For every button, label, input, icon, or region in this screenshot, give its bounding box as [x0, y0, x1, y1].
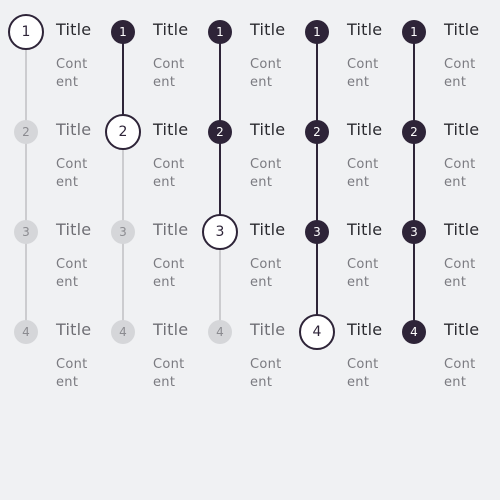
step-content: Content: [56, 357, 88, 390]
step-content: Content: [153, 357, 185, 390]
step-connector-line: [316, 32, 318, 132]
step-title: Title: [56, 220, 92, 239]
step-content: Content: [444, 357, 476, 390]
step-title: Title: [347, 220, 383, 239]
step-content: Content: [250, 357, 282, 390]
step-number-circle[interactable]: 2: [402, 120, 426, 144]
step-connector-line: [122, 132, 124, 232]
step-connector-line: [413, 232, 415, 332]
step-content: Content: [347, 157, 379, 190]
step-number-circle[interactable]: 2: [305, 120, 329, 144]
step-connector-line: [25, 32, 27, 132]
step-number-circle[interactable]: 2: [208, 120, 232, 144]
step-connector-line: [25, 232, 27, 332]
step-number-circle[interactable]: 3: [14, 220, 38, 244]
step-content: Content: [56, 257, 88, 290]
step-connector-line: [122, 32, 124, 132]
step-number-circle[interactable]: 2: [14, 120, 38, 144]
step-title: Title: [347, 20, 383, 39]
step-title: Title: [347, 320, 383, 339]
step-content: Content: [250, 257, 282, 290]
step-connector-line: [219, 32, 221, 132]
step-title: Title: [153, 20, 189, 39]
step-content: Content: [347, 257, 379, 290]
step-number-circle[interactable]: 3: [305, 220, 329, 244]
step-content: Content: [347, 357, 379, 390]
step-content: Content: [444, 57, 476, 90]
step-connector-line: [219, 232, 221, 332]
step-content: Content: [56, 57, 88, 90]
step-content: Content: [444, 157, 476, 190]
step-connector-line: [413, 32, 415, 132]
step-number-circle[interactable]: 4: [299, 314, 335, 350]
step-title: Title: [153, 320, 189, 339]
step-number-circle[interactable]: 1: [305, 20, 329, 44]
step-number-circle[interactable]: 2: [105, 114, 141, 150]
step-title: Title: [444, 20, 480, 39]
step-title: Title: [444, 120, 480, 139]
step-number-circle[interactable]: 3: [111, 220, 135, 244]
step-number-circle[interactable]: 1: [111, 20, 135, 44]
step-title: Title: [56, 120, 92, 139]
step-title: Title: [444, 220, 480, 239]
step-title: Title: [250, 120, 286, 139]
step-title: Title: [250, 320, 286, 339]
step-connector-line: [316, 232, 318, 332]
step-content: Content: [153, 57, 185, 90]
step-title: Title: [56, 320, 92, 339]
step-connector-line: [25, 132, 27, 232]
step-number-circle[interactable]: 1: [208, 20, 232, 44]
step-number-circle[interactable]: 4: [111, 320, 135, 344]
step-title: Title: [444, 320, 480, 339]
step-content: Content: [153, 157, 185, 190]
step-number-circle[interactable]: 4: [14, 320, 38, 344]
step-number-circle[interactable]: 4: [402, 320, 426, 344]
step-number-circle[interactable]: 3: [202, 214, 238, 250]
step-title: Title: [153, 220, 189, 239]
step-content: Content: [347, 57, 379, 90]
step-content: Content: [153, 257, 185, 290]
step-content: Content: [250, 57, 282, 90]
step-content: Content: [250, 157, 282, 190]
step-content: Content: [444, 257, 476, 290]
step-connector-line: [413, 132, 415, 232]
step-number-circle[interactable]: 4: [208, 320, 232, 344]
step-title: Title: [56, 20, 92, 39]
step-title: Title: [250, 220, 286, 239]
step-content: Content: [56, 157, 88, 190]
step-number-circle[interactable]: 1: [8, 14, 44, 50]
step-number-circle[interactable]: 1: [402, 20, 426, 44]
step-title: Title: [250, 20, 286, 39]
step-connector-line: [219, 132, 221, 232]
step-connector-line: [122, 232, 124, 332]
step-title: Title: [347, 120, 383, 139]
step-title: Title: [153, 120, 189, 139]
step-number-circle[interactable]: 3: [402, 220, 426, 244]
step-connector-line: [316, 132, 318, 232]
